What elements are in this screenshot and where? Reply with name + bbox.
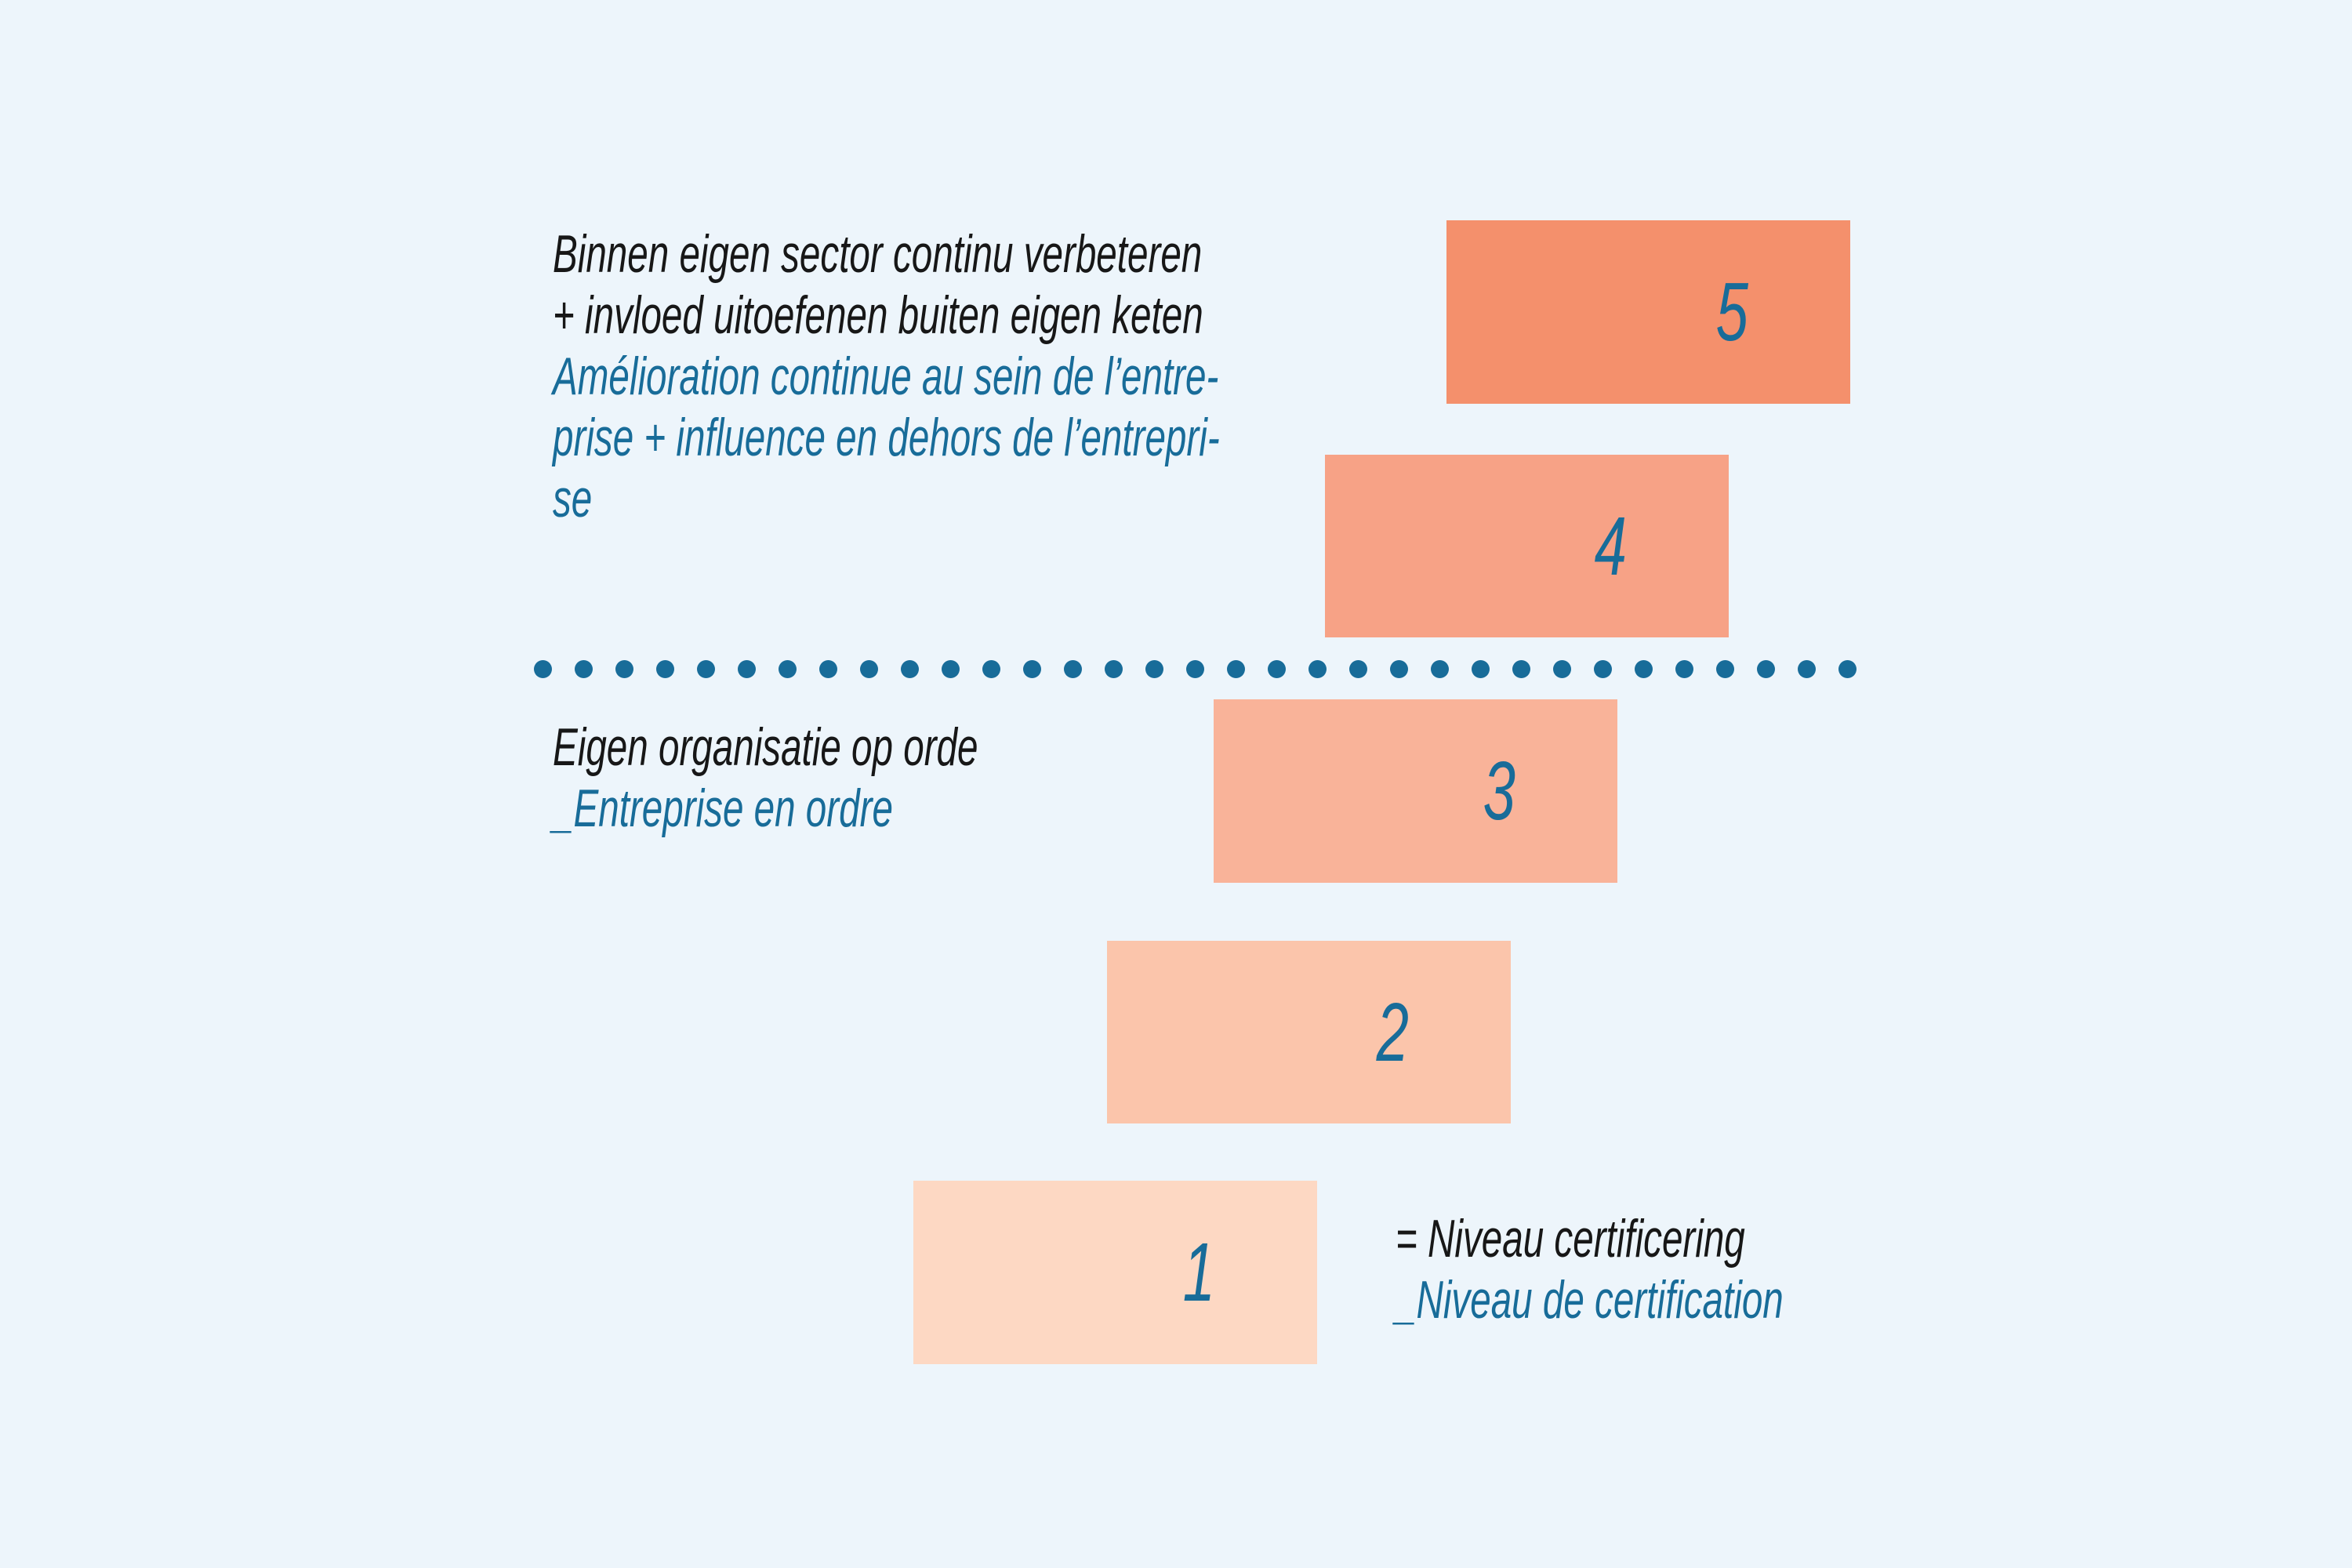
divider-dot [1675,660,1693,678]
divider-dot [738,660,756,678]
divider-dot [1798,660,1816,678]
divider-dot [1512,660,1530,678]
caption-top-fr-line2: prise + influence en dehors de l’entrepr… [553,408,1220,467]
divider-dot [819,660,837,678]
divider-dot [1186,660,1204,678]
divider-dot [1349,660,1367,678]
divider-dot [1064,660,1082,678]
level-box-5: 5 [1446,220,1850,404]
level-box-3: 3 [1214,699,1617,883]
divider-dots [534,660,1857,678]
divider-dot [982,660,1000,678]
legend: = Niveau certificering _Niveau de certif… [1396,1208,1784,1330]
divider-dot [575,660,593,678]
divider-dot [656,660,674,678]
level-number-4: 4 [1594,499,1627,593]
divider-dot [1390,660,1408,678]
divider-dot [1023,660,1041,678]
divider-dot [860,660,878,678]
legend-nl-line1: = Niveau certificering [1396,1209,1745,1269]
level-box-2: 2 [1107,941,1511,1123]
divider-dot [1145,660,1163,678]
divider-dot [1553,660,1571,678]
divider-dot [779,660,797,678]
divider-dot [1757,660,1775,678]
divider-dot [1308,660,1327,678]
divider-dot [1838,660,1857,678]
divider-dot [1716,660,1734,678]
divider-dot [901,660,919,678]
divider-dot [1472,660,1490,678]
divider-dot [1635,660,1653,678]
caption-middle: Eigen organisatie op orde _Entreprise en… [553,717,978,839]
level-number-5: 5 [1715,266,1748,358]
level-number-1: 1 [1182,1226,1215,1319]
caption-top-nl-line2: + invloed uitoefenen buiten eigen keten [553,285,1203,345]
divider-dot [1227,660,1245,678]
level-box-1: 1 [913,1181,1317,1364]
legend-fr-line1: _Niveau de certification [1396,1270,1784,1330]
caption-top-fr-line3: se [553,469,593,528]
divider-dot [1594,660,1612,678]
caption-top-nl-line1: Binnen eigen sector continu verbeteren [553,224,1203,284]
divider-dot [1431,660,1449,678]
divider-dot [942,660,960,678]
caption-middle-nl-line1: Eigen organisatie op orde [553,717,978,777]
divider-dot [1268,660,1286,678]
caption-top: Binnen eigen sector continu verbeteren +… [553,223,1220,529]
level-box-4: 4 [1325,455,1729,637]
divider-dot [1105,660,1123,678]
level-number-3: 3 [1483,745,1515,837]
divider-dot [615,660,633,678]
divider-dot [697,660,715,678]
caption-top-fr-line1: Amélioration continue au sein de l’entre… [553,347,1219,406]
caption-middle-fr-line1: _Entreprise en ordre [553,779,893,838]
divider-dot [534,660,552,678]
level-number-2: 2 [1376,985,1409,1079]
